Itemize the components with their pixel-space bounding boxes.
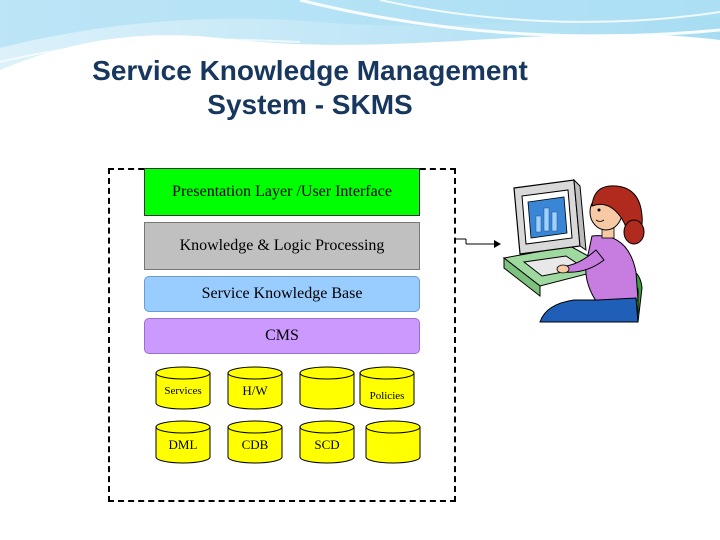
database-icon	[155, 366, 211, 410]
service-knowledge-base-box: Service Knowledge Base	[144, 276, 420, 312]
user-at-computer-icon	[502, 178, 645, 323]
database-label: CDB	[241, 437, 269, 452]
database-label: H/W	[242, 383, 268, 398]
database-cylinder-hw: H/W	[227, 366, 283, 410]
database-icon	[365, 420, 421, 464]
database-cylinder-scd: SCD	[299, 420, 355, 464]
database-label: DML	[168, 437, 198, 452]
title-line-1: Service Knowledge Management	[92, 55, 528, 86]
database-cylinder-empty-1	[299, 366, 355, 410]
database-cylinder-dml: DML	[155, 420, 211, 464]
slide-title: Service Knowledge Management System - SK…	[40, 54, 580, 121]
database-cylinder-cdb: CDB	[227, 420, 283, 464]
title-line-2: System - SKMS	[207, 88, 413, 120]
database-icon	[227, 366, 283, 410]
database-cylinder-empty-2	[365, 420, 421, 464]
database-icon	[359, 366, 415, 410]
database-icon	[227, 420, 283, 464]
database-cylinder-services: Services	[155, 366, 211, 410]
presentation-layer-box: Presentation Layer /User Interface	[144, 168, 420, 216]
header-swoosh	[0, 0, 720, 70]
database-icon	[155, 420, 211, 464]
database-cylinder-policies: Policies	[359, 366, 415, 410]
database-label: Policies	[369, 390, 405, 402]
database-icon	[299, 420, 355, 464]
connector-arrow-icon	[456, 238, 501, 248]
knowledge-processing-box: Knowledge & Logic Processing	[144, 222, 420, 270]
database-icon	[299, 366, 355, 410]
cms-box: CMS	[144, 318, 420, 354]
database-label: Services	[164, 385, 202, 397]
database-label: SCD	[314, 437, 340, 452]
